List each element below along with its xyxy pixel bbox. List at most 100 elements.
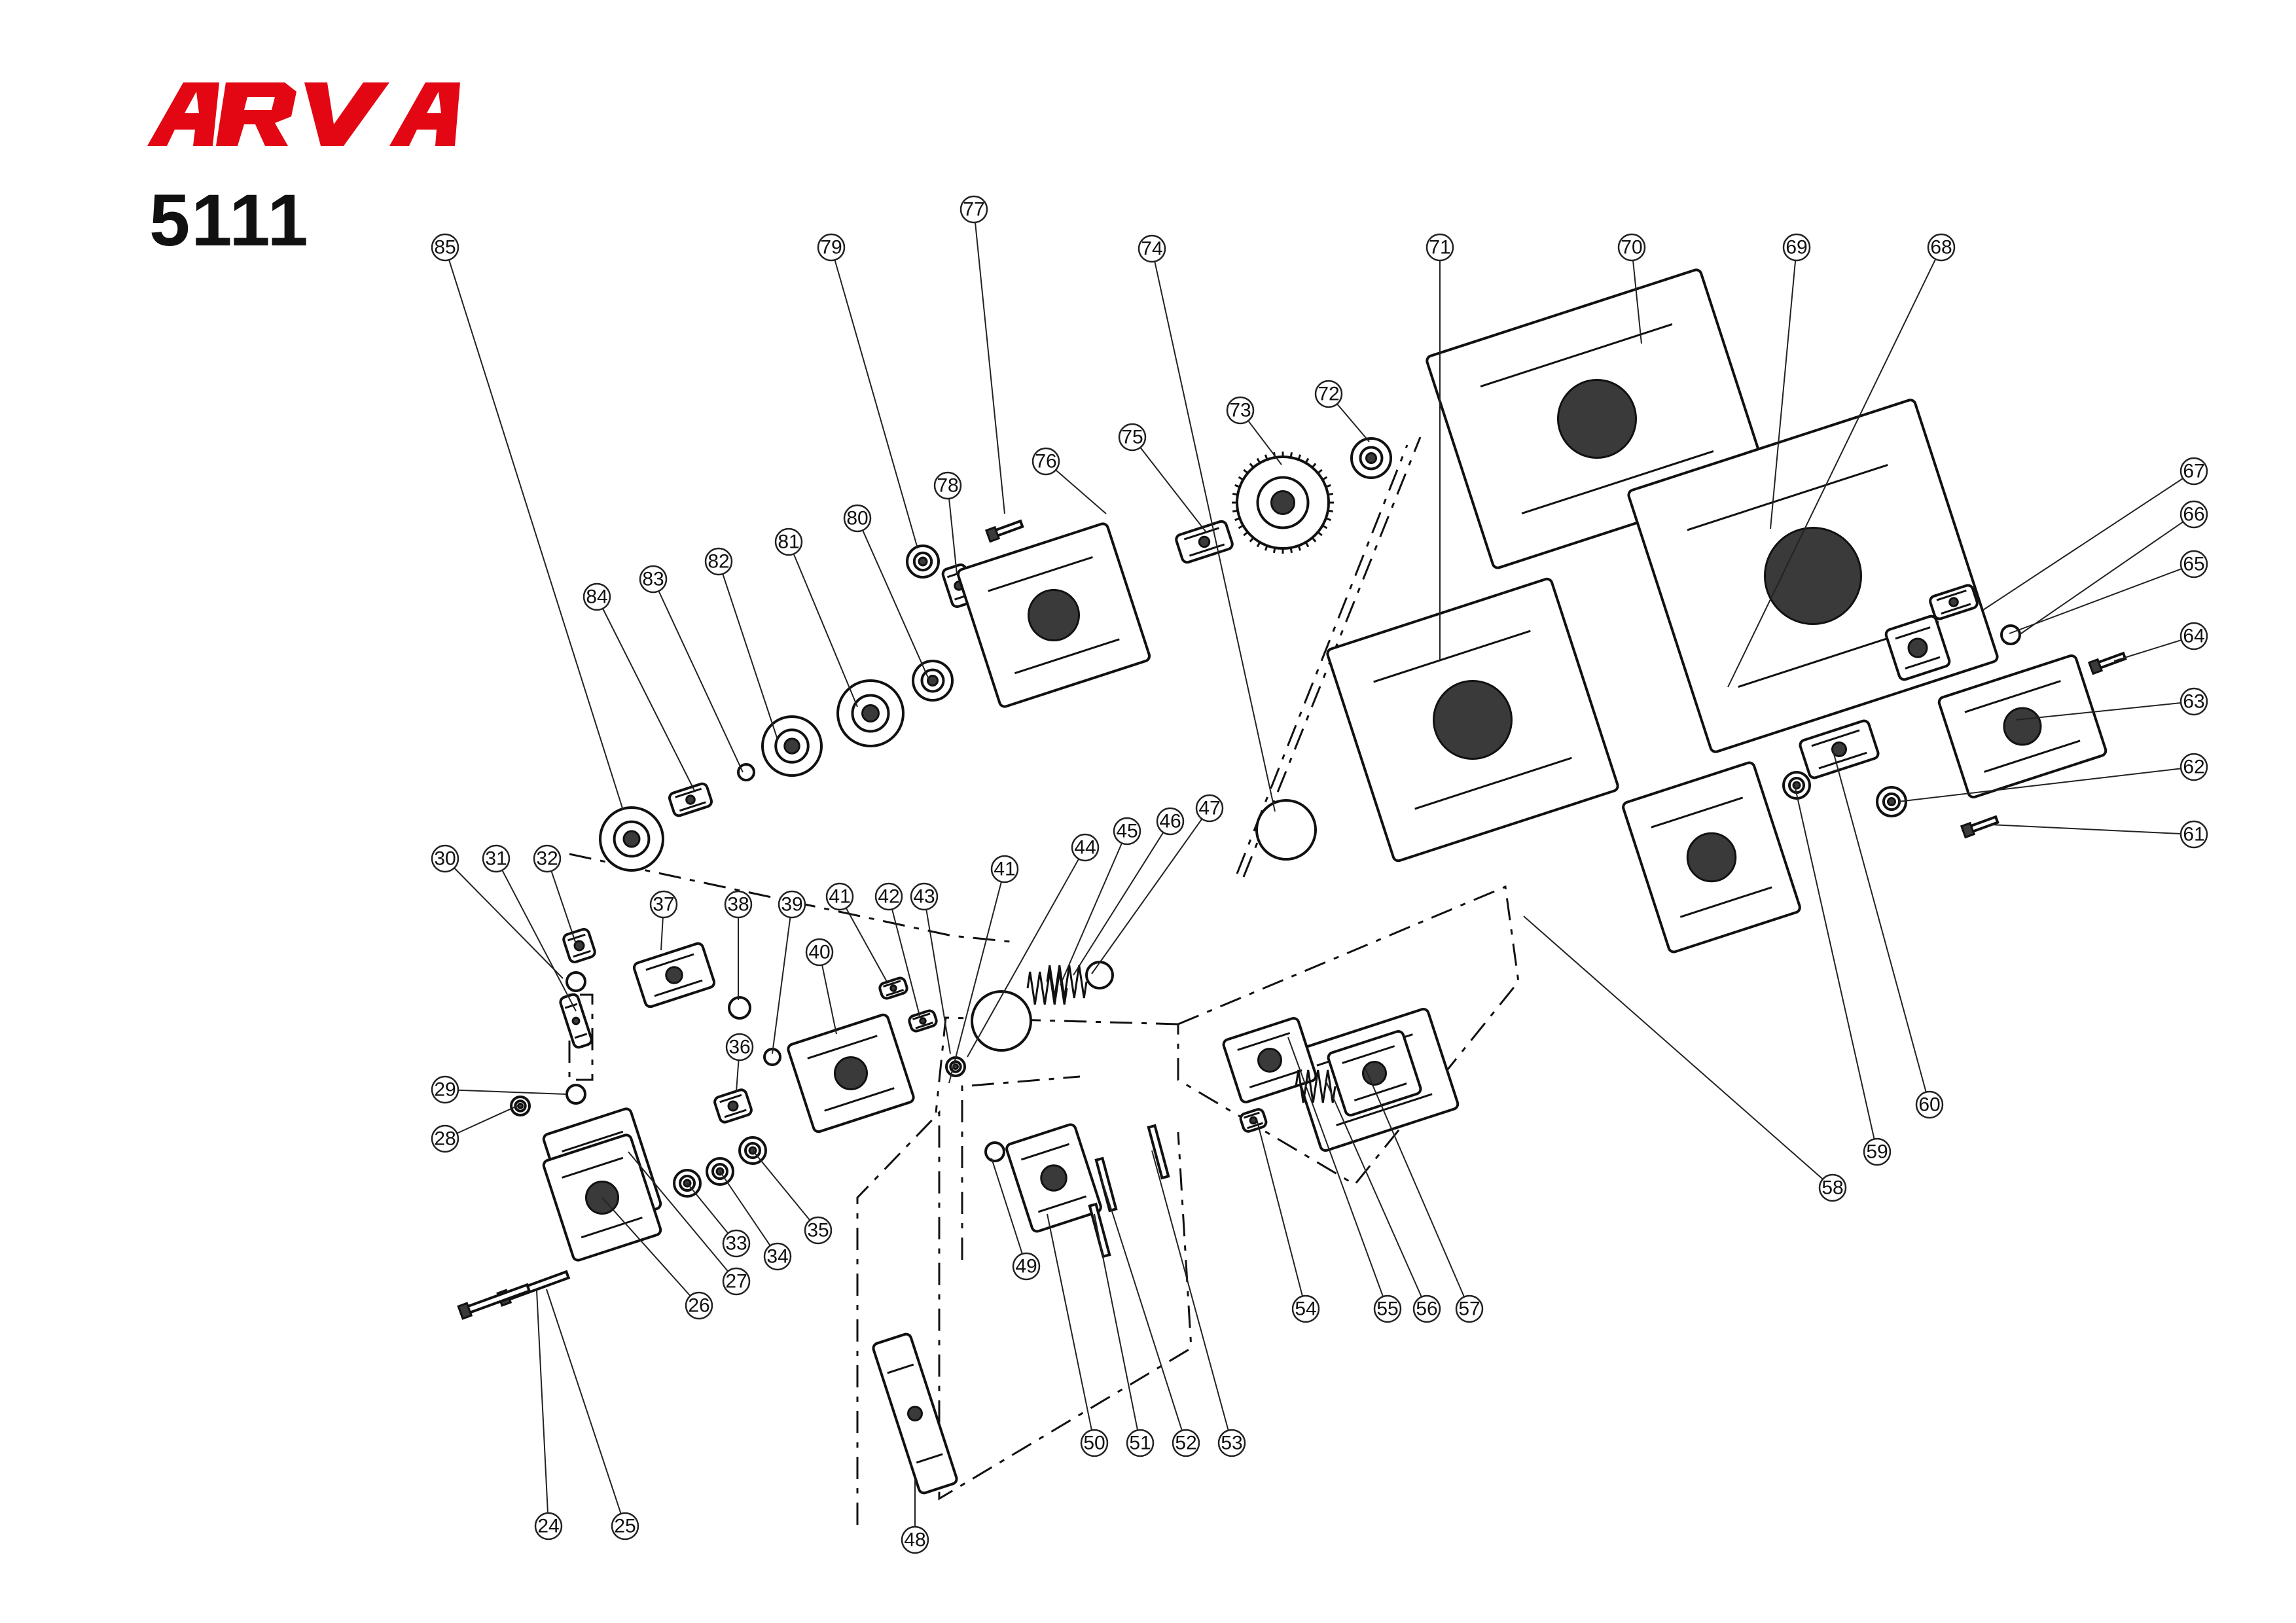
leader-29 [457,1089,567,1095]
callout-label-36: 36 [728,1037,750,1058]
callout-label-32: 32 [536,848,558,870]
leader-42 [891,909,920,1016]
leader-52 [1100,1176,1183,1431]
callout-label-66: 66 [2183,504,2204,526]
leader-69 [1770,260,1797,529]
part-25-bolt [496,1270,571,1307]
part-60-terminal [1799,719,1880,779]
callout-79: 79 [817,233,846,262]
callout-72: 72 [1314,380,1343,408]
callout-label-29: 29 [434,1079,456,1101]
part-75-shaft [1175,520,1234,564]
leader-59 [1794,785,1875,1139]
part-52-pin [1094,1156,1118,1213]
leader-50 [1047,1213,1092,1431]
callout-27: 27 [722,1267,751,1296]
callout-69: 69 [1782,233,1811,262]
callout-29: 29 [431,1075,459,1104]
leader-83 [658,590,744,773]
callout-label-85: 85 [434,237,456,259]
callout-42: 42 [874,882,903,911]
leader-24 [536,1290,548,1514]
callout-28: 28 [431,1124,459,1153]
callout-59: 59 [1863,1137,1892,1166]
callout-label-42: 42 [878,886,899,908]
callout-label-77: 77 [963,199,984,221]
part-67-cord-clamp [1929,584,1979,620]
leader-64 [2113,639,2182,662]
callout-49: 49 [1012,1252,1041,1281]
callout-label-49: 49 [1015,1256,1037,1277]
leader-43 [925,909,951,1054]
callout-label-46: 46 [1159,811,1181,832]
leader-35 [752,1150,811,1221]
callout-48: 48 [901,1525,929,1554]
callout-82: 82 [704,547,733,576]
callout-68: 68 [1927,233,1956,262]
part-53-pin [1147,1124,1170,1180]
leader-lines [448,222,2184,1527]
callout-label-75: 75 [1121,427,1143,448]
callout-38: 38 [724,890,753,919]
callout-50: 50 [1080,1429,1109,1457]
callout-label-50: 50 [1083,1433,1105,1454]
callout-84: 84 [583,582,611,611]
part-59-cap [1782,771,1811,800]
leader-62 [1897,768,2181,802]
leader-78 [948,498,958,575]
leader-75 [1139,447,1206,532]
leader-70 [1632,260,1642,344]
callout-label-79: 79 [820,237,842,259]
callout-33: 33 [722,1229,751,1258]
callout-83: 83 [639,565,668,594]
leader-41b [948,882,1002,1084]
callout-label-41b: 41 [994,859,1015,880]
callout-65: 65 [2179,550,2208,579]
callout-label-78: 78 [937,475,958,497]
callout-35: 35 [804,1216,833,1245]
leader-37 [660,917,664,951]
callout-label-63: 63 [2183,691,2204,713]
callout-62: 62 [2179,753,2208,781]
callout-66: 66 [2179,500,2208,529]
callout-78: 78 [933,471,962,500]
part-42-u-clip [908,1009,938,1033]
callout-label-26: 26 [688,1295,709,1317]
part-77-screw [984,519,1024,543]
callout-58: 58 [1818,1173,1847,1202]
part-79-collar [906,544,940,579]
callout-57: 57 [1455,1294,1484,1323]
callout-54: 54 [1291,1294,1320,1323]
callout-label-44: 44 [1074,837,1096,859]
callout-37: 37 [649,890,678,919]
leader-28 [456,1105,518,1134]
leader-85 [448,259,624,811]
callout-51: 51 [1126,1429,1155,1457]
leader-33 [687,1183,729,1234]
callout-label-62: 62 [2183,757,2204,778]
part-64-screw [2087,651,2127,675]
part-66-switch [1884,615,1951,681]
callout-label-54: 54 [1295,1298,1316,1320]
callout-61: 61 [2179,820,2208,849]
leader-65 [2009,568,2182,634]
callout-label-51: 51 [1129,1433,1151,1454]
callout-label-84: 84 [586,586,607,608]
leader-57 [1364,1066,1465,1298]
leader-66 [2018,521,2184,635]
callout-label-30: 30 [434,848,456,870]
callout-label-76: 76 [1035,451,1056,473]
callout-46: 46 [1156,807,1185,836]
leader-34 [719,1171,771,1246]
part-73-gear [1232,452,1334,554]
callout-31: 31 [482,844,511,873]
part-76-pump-housing [956,522,1151,708]
leader-41 [845,908,888,982]
leader-63 [2015,702,2181,721]
callout-label-43: 43 [913,886,935,908]
part-65-washer [2000,624,2021,645]
part-29-washer [565,1084,586,1105]
part-72-bearing-small [1350,437,1392,479]
parts-layer [457,268,2127,1495]
